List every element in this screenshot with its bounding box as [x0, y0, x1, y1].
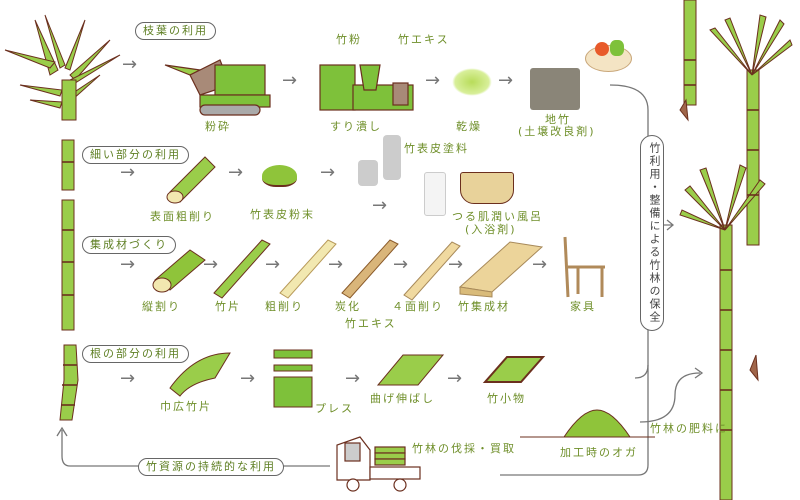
- step-label: 家具: [570, 300, 596, 313]
- section-label-branches: 枝葉の利用: [135, 22, 216, 40]
- product-label: (入浴剤): [465, 223, 517, 236]
- arrow-icon: →: [345, 368, 361, 389]
- arrow-icon: →: [120, 368, 136, 389]
- bath-bottle-icon: [424, 172, 446, 216]
- step-label: 曲げ伸ばし: [370, 392, 435, 405]
- arrow-icon: →: [447, 368, 463, 389]
- fertilizer-label: 竹林の肥料に: [650, 422, 728, 435]
- chair-icon: [563, 236, 605, 298]
- step-label: 粗削り: [265, 300, 304, 313]
- arrow-icon: →: [122, 54, 138, 75]
- step-label: 竹表皮粉末: [250, 208, 315, 221]
- vegetables-icon: [610, 40, 624, 56]
- press-machine-icon: [273, 349, 313, 408]
- section-label-root-part: 根の部分の利用: [82, 345, 189, 363]
- step-label: 縦割り: [142, 300, 181, 313]
- bamboo-strip-icon: [213, 239, 271, 299]
- soil-bags-icon: [530, 68, 580, 110]
- step-label: 粉砕: [205, 120, 231, 133]
- step-label: 竹片: [215, 300, 241, 313]
- bamboo-forest-right-icon: [679, 0, 793, 500]
- product-label: つる肌潤い風呂: [452, 210, 543, 223]
- sawdust-pile-icon: [563, 409, 631, 438]
- laminated-board-icon: [458, 241, 544, 298]
- step-label: 竹小物: [487, 392, 526, 405]
- step-label: 竹集成材: [458, 300, 510, 313]
- extra-label: 竹粉: [336, 33, 362, 46]
- arrow-icon: →: [282, 70, 298, 91]
- step-label: ４面削り: [392, 300, 444, 313]
- truck-icon: [336, 436, 421, 492]
- rough-planed-strip-icon: [279, 239, 337, 299]
- arrow-icon: →: [120, 162, 136, 183]
- step-label: すり潰し: [330, 120, 382, 133]
- carbonized-strip-icon: [341, 239, 399, 299]
- bamboo-tray-icon: [482, 356, 546, 383]
- extra-label: 竹エキス: [345, 317, 397, 330]
- section-label-thin-part: 細い部分の利用: [82, 146, 189, 164]
- step-label: 巾広竹片: [160, 400, 212, 413]
- step-label: (土壌改良剤): [518, 125, 596, 138]
- step-label: 地竹: [545, 113, 571, 126]
- arrow-icon: →: [393, 254, 409, 275]
- paint-can-icon: [383, 135, 401, 180]
- step-label: 表面粗削り: [150, 210, 215, 223]
- wooden-tub-icon: [460, 172, 514, 204]
- sawdust-label: 加工時のオガ: [560, 446, 638, 459]
- arrow-icon: →: [448, 254, 464, 275]
- arrow-icon: →: [425, 70, 441, 91]
- arrow-icon: →: [320, 162, 336, 183]
- bamboo-tube-icon: [166, 156, 216, 204]
- arrow-icon: →: [228, 162, 244, 183]
- arrow-icon: →: [203, 254, 219, 275]
- four-side-planed-strip-icon: [403, 241, 461, 301]
- wide-bamboo-piece-icon: [169, 352, 231, 397]
- section-label-laminated: 集成材づくり: [82, 236, 176, 254]
- step-label: プレス: [315, 402, 354, 415]
- paint-can-icon: [358, 160, 378, 186]
- arrow-icon: →: [498, 70, 514, 91]
- chipper-machine-icon: [164, 59, 271, 116]
- powder-dish-icon: [262, 165, 297, 187]
- arrow-icon: →: [328, 254, 344, 275]
- product-label: 竹表皮塗料: [404, 142, 469, 155]
- flattened-board-icon: [376, 354, 445, 386]
- bamboo-plant-left-icon: [4, 14, 121, 421]
- harvest-label: 竹林の伐採・買取: [412, 442, 516, 455]
- dried-powder-icon: [452, 68, 492, 96]
- arrow-icon: →: [265, 254, 281, 275]
- arrow-icon: →: [240, 368, 256, 389]
- arrow-icon: →: [532, 254, 548, 275]
- grinder-machine-icon: [319, 64, 414, 111]
- bamboo-forest-conservation-label: 竹利用・整備による竹林の保全: [640, 135, 664, 331]
- extra-label: 竹エキス: [398, 33, 450, 46]
- cycle-label: 竹資源の持続的な利用: [138, 458, 284, 476]
- step-label: 炭化: [335, 300, 361, 313]
- arrow-icon: →: [120, 254, 136, 275]
- arrow-icon: →: [372, 195, 388, 216]
- vegetables-icon: [595, 42, 609, 56]
- step-label: 乾燥: [456, 120, 482, 133]
- split-bamboo-icon: [152, 249, 206, 293]
